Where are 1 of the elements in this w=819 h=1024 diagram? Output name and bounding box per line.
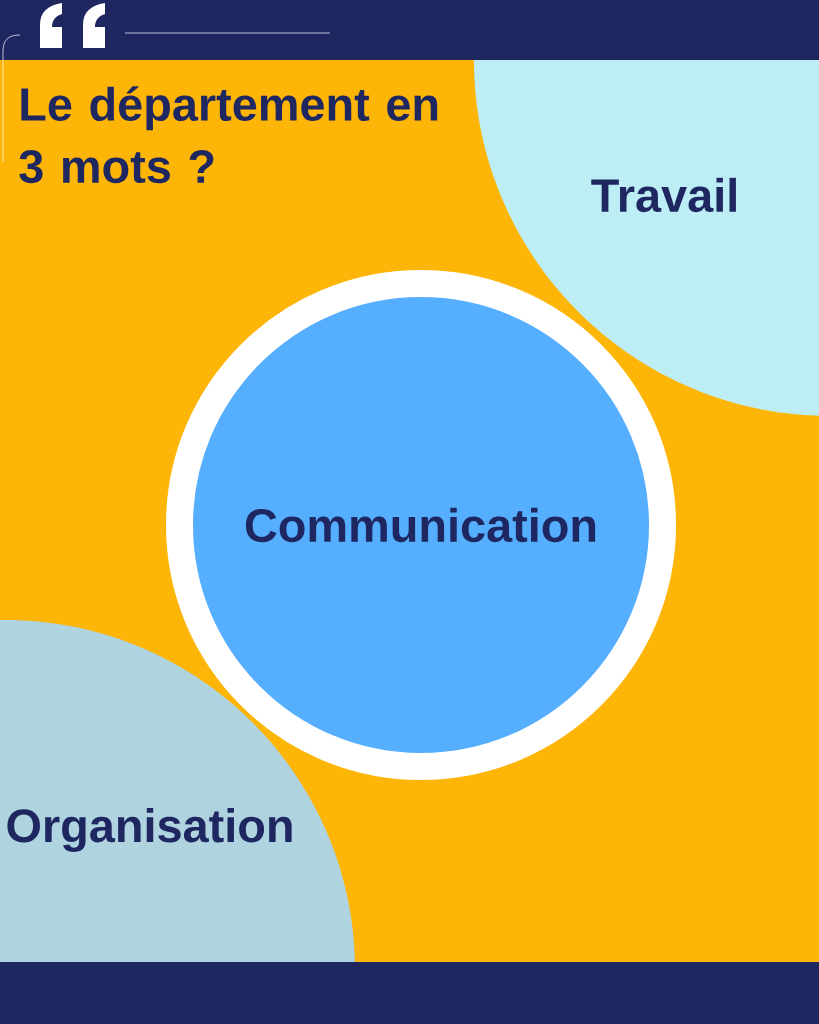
heading: Le département en 3 mots ?	[19, 86, 438, 184]
